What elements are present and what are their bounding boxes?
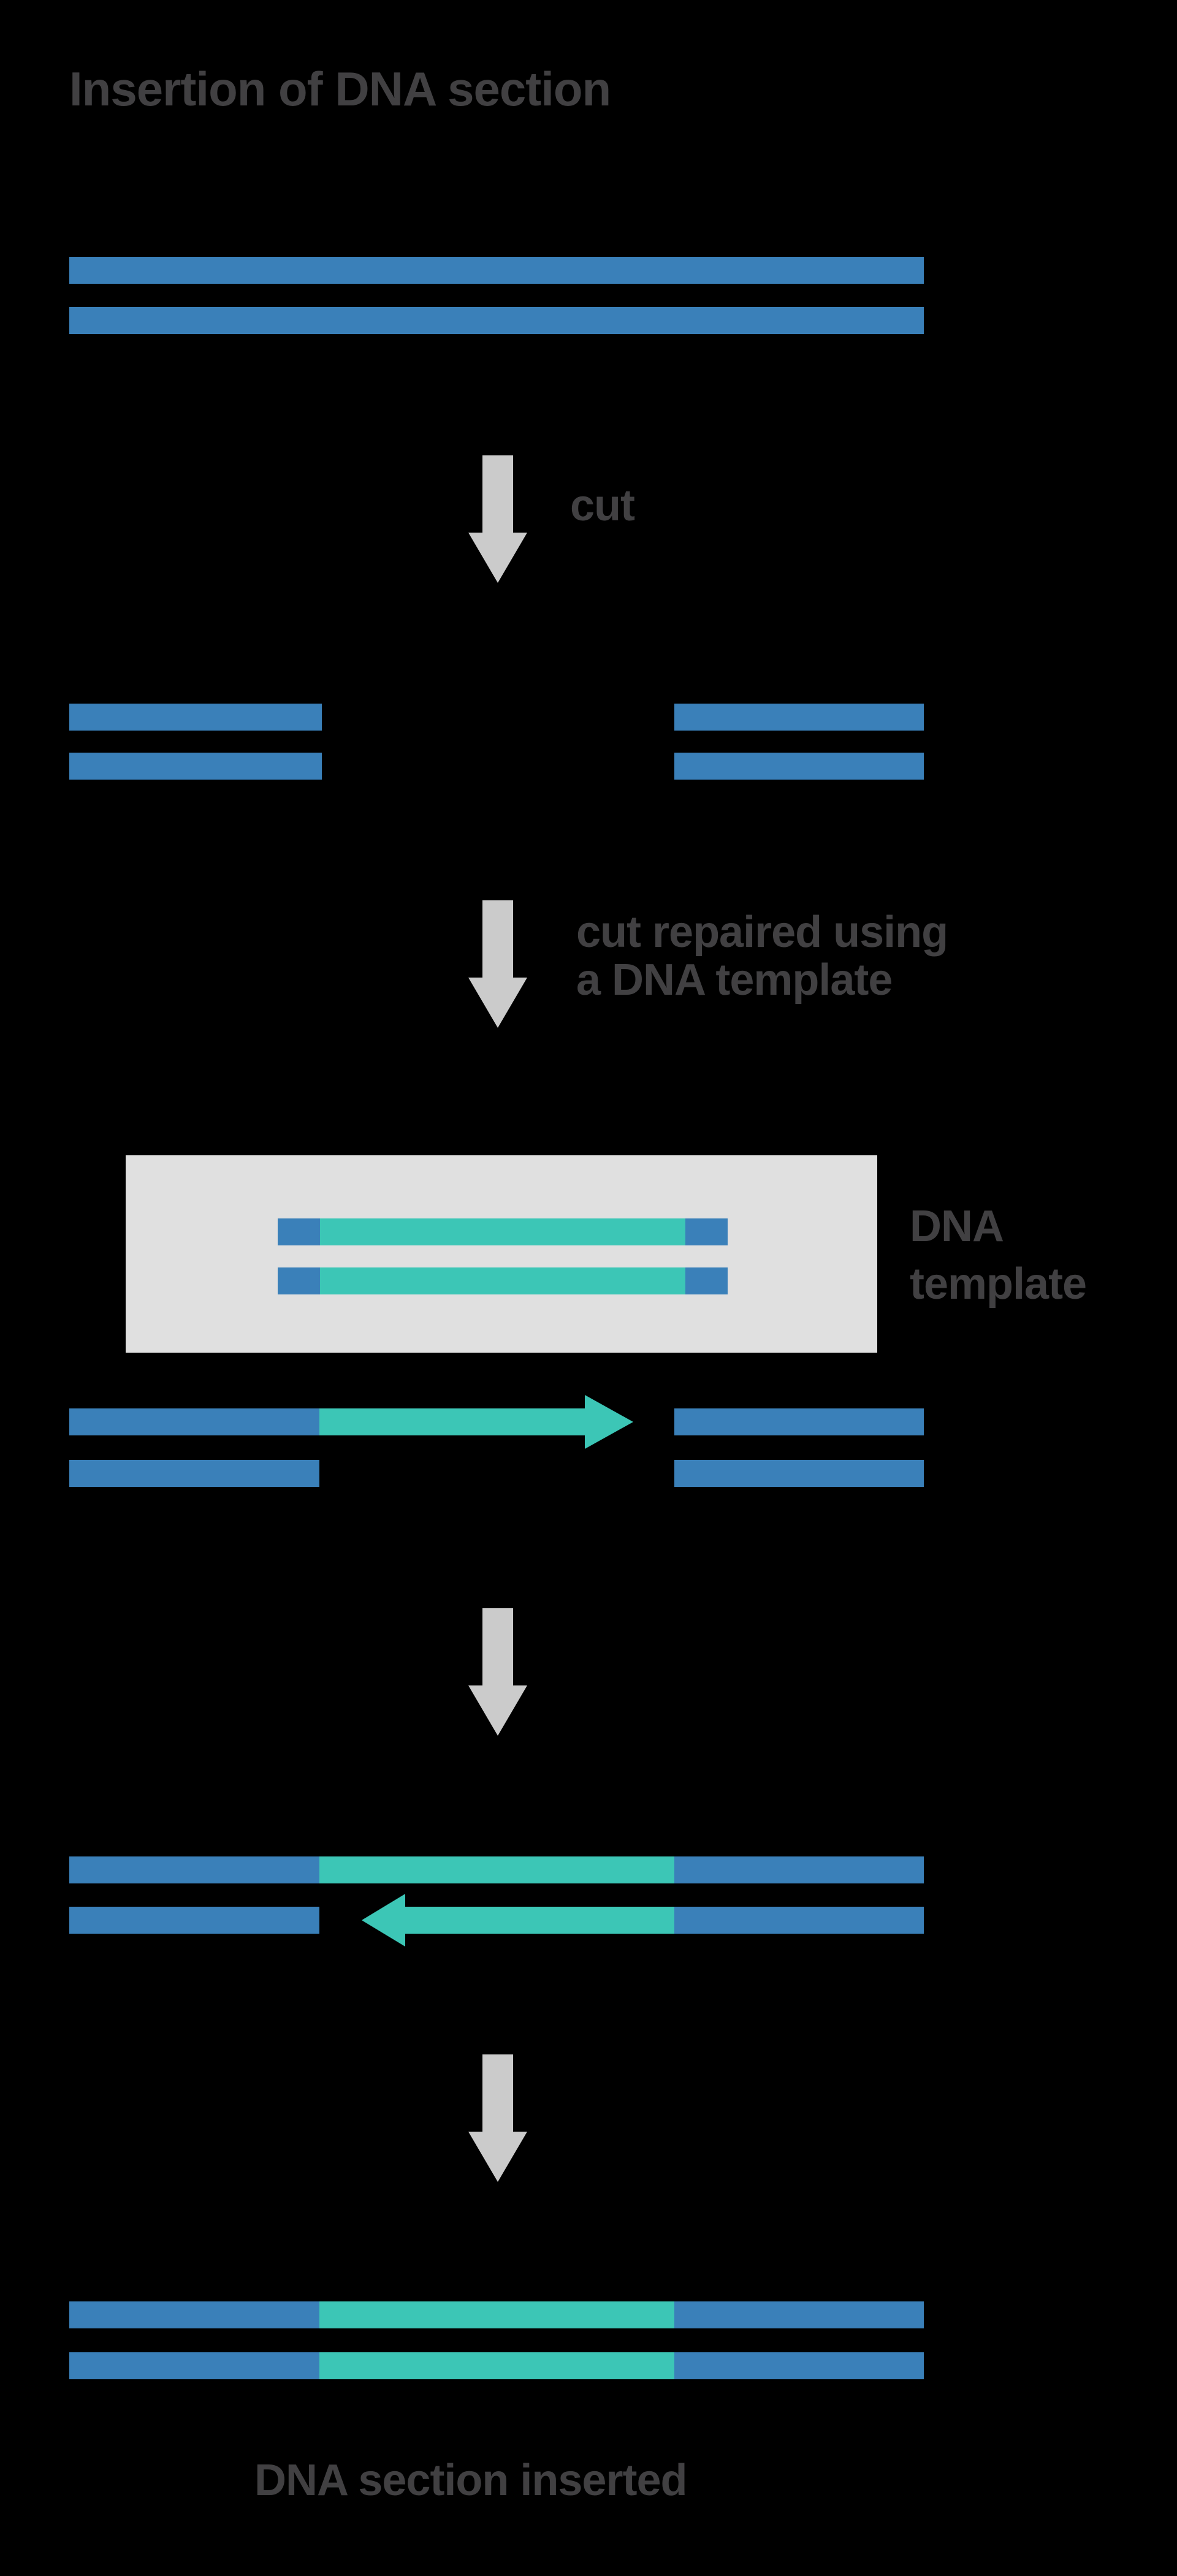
template-label-line1: DNA — [910, 1202, 1004, 1251]
dna-top-insert-segment — [319, 1856, 674, 1883]
down-arrow-icon — [482, 900, 513, 978]
dna-right-piece-bottom — [674, 753, 924, 780]
dna-left-piece-top — [69, 704, 322, 731]
caption: DNA section inserted — [254, 2456, 687, 2505]
dna-right-piece-top — [674, 1408, 924, 1435]
down-arrow-icon — [468, 978, 527, 1028]
dna-bottom-right-segment — [674, 2352, 924, 2379]
dna-bottom-left-segment — [69, 1907, 319, 1934]
page-title: Insertion of DNA section — [69, 62, 611, 116]
down-arrow-icon — [468, 1685, 527, 1736]
dna-strand-bottom — [69, 307, 924, 334]
dna-bottom-right-segment — [674, 1907, 924, 1934]
right-arrow-icon — [585, 1395, 633, 1449]
down-arrow-icon — [468, 2132, 527, 2182]
dna-top-insert-segment — [319, 2301, 674, 2328]
dna-bottom-left-segment — [69, 2352, 319, 2379]
down-arrow-icon — [468, 533, 527, 583]
dna-strand-top — [69, 257, 924, 284]
down-arrow-icon — [482, 455, 513, 533]
template-top-right-cap — [685, 1218, 728, 1245]
dna-top-left-segment — [69, 1856, 319, 1883]
left-arrow-icon — [362, 1894, 405, 1947]
dna-top-left-segment — [69, 2301, 319, 2328]
dna-template-box — [126, 1155, 877, 1353]
dna-right-piece-bottom — [674, 1460, 924, 1487]
dna-left-piece-top — [69, 1408, 319, 1435]
cut-label: cut — [570, 481, 635, 530]
template-bottom-right-cap — [685, 1267, 728, 1294]
repair-label-line2: a DNA template — [576, 956, 893, 1005]
insert-synthesis-arrow-body — [405, 1907, 674, 1934]
dna-top-right-segment — [674, 2301, 924, 2328]
template-bottom-insert — [320, 1267, 685, 1294]
template-top-insert — [320, 1218, 685, 1245]
dna-top-right-segment — [674, 1856, 924, 1883]
template-bottom-left-cap — [278, 1267, 320, 1294]
template-label: DNA template — [910, 1198, 1087, 1313]
repair-label: cut repaired using a DNA template — [576, 908, 948, 1004]
repair-label-line1: cut repaired using — [576, 908, 948, 957]
dna-left-piece-bottom — [69, 753, 322, 780]
insert-synthesis-arrow-body — [319, 1408, 585, 1435]
down-arrow-icon — [482, 2054, 513, 2132]
down-arrow-icon — [482, 1608, 513, 1685]
template-top-left-cap — [278, 1218, 320, 1245]
template-label-line2: template — [910, 1260, 1087, 1309]
dna-left-piece-bottom — [69, 1460, 319, 1487]
dna-bottom-insert-segment — [319, 2352, 674, 2379]
dna-right-piece-top — [674, 704, 924, 731]
